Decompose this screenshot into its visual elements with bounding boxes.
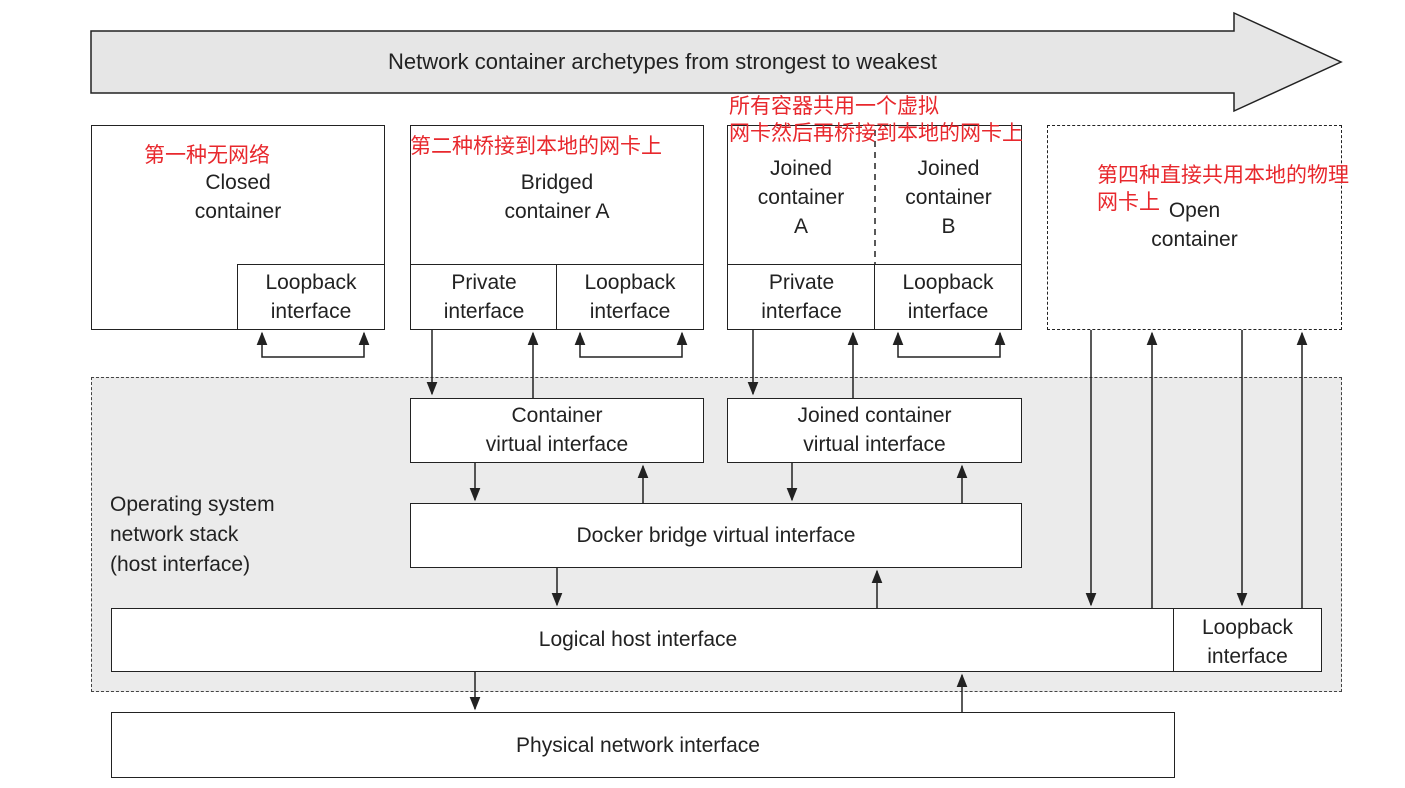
host-loopback-interface-box [1173, 608, 1322, 672]
bridged-loopback-interface-label: Loopback interface [584, 271, 676, 323]
bridged-private-interface-label: Private interface [443, 271, 525, 323]
strength-arrow-title: Network container archetypes from strong… [387, 49, 938, 74]
joined-private-interface-label: Private interface [761, 271, 842, 323]
closed-container-note: 第一种无网络 [144, 143, 270, 167]
joined-loopback-interface-label: Loopback interface [902, 271, 994, 323]
physical-network-interface-box [111, 712, 1175, 778]
joined-private-interface-box [727, 264, 876, 330]
joined-container-a-label: Joined container A [757, 157, 845, 238]
closed-loopback-interface-label: Loopback interface [265, 271, 357, 323]
closed-container-label: Closed container [194, 171, 282, 223]
logical-host-interface-box [111, 608, 1175, 672]
strength-arrow [90, 11, 1343, 113]
bridged-loopback-loop [574, 331, 688, 358]
open-container-label: Open container [1151, 199, 1238, 251]
closed-loopback-interface-box [237, 264, 385, 330]
logical-host-interface-label: Logical host interface [538, 628, 738, 651]
bridged-loopback-interface-box [556, 264, 704, 330]
os-network-stack-label: Operating system network stack (host int… [110, 493, 275, 576]
joined-container-note: 所有容器共用一个虚拟 网卡然后再桥接到本地的网卡上 [729, 94, 1023, 145]
bridged-container-label: Bridged container A [504, 171, 610, 223]
joined-virtual-interface-label: Joined container virtual interface [797, 404, 952, 456]
physical-network-interface-label: Physical network interface [516, 734, 760, 757]
joined-loopback-loop [892, 331, 1006, 358]
joined-container-b-label: Joined container B [905, 157, 992, 238]
open-container-note: 第四种直接共用本地的物理 网卡上 [1097, 163, 1349, 214]
open-container-box [1047, 125, 1342, 330]
bridged-container-note: 第二种桥接到本地的网卡上 [410, 134, 662, 158]
joined-virtual-interface-box [727, 398, 1022, 463]
docker-bridge-interface-label: Docker bridge virtual interface [576, 524, 856, 547]
container-virtual-interface-box [410, 398, 704, 463]
joined-loopback-interface-box [874, 264, 1022, 330]
bridged-private-interface-box [410, 264, 558, 330]
docker-bridge-interface-box [410, 503, 1022, 568]
closed-loopback-loop [256, 331, 370, 358]
host-loopback-interface-label: Loopback interface [1201, 616, 1294, 668]
container-virtual-interface-label: Container virtual interface [485, 404, 629, 456]
